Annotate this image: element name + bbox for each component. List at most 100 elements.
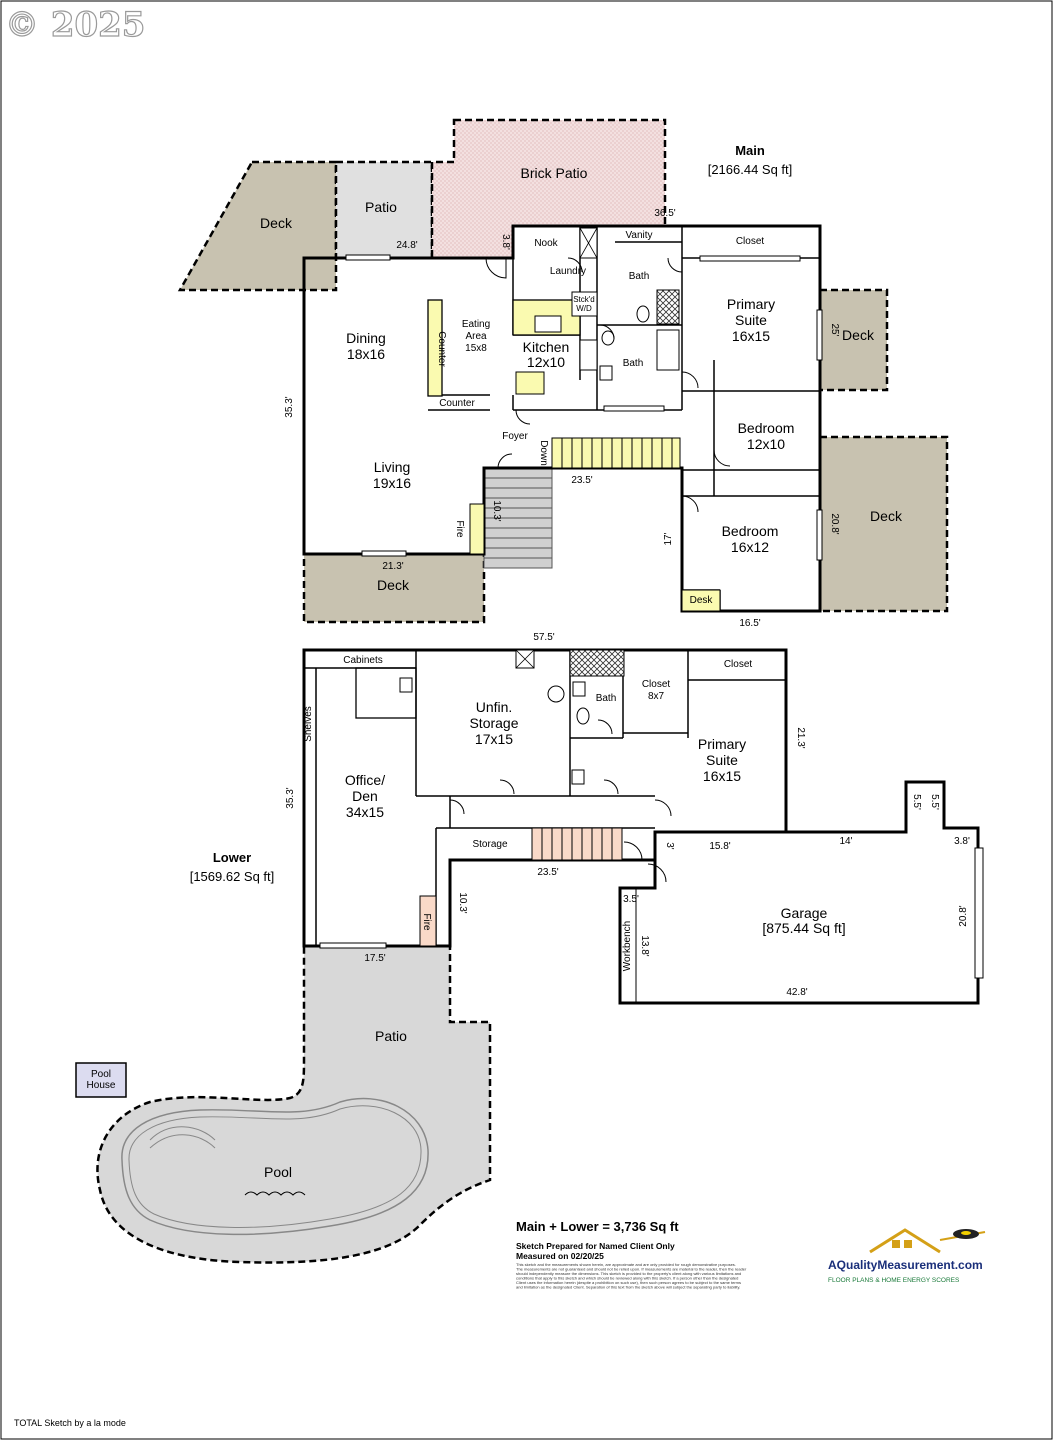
dim-lower-55a: 5.5' [911,794,922,810]
label-eating-area: Eating [462,319,490,330]
dim-main-235: 23.5' [571,475,592,486]
deck-nw [177,160,338,292]
label-fire-lower: Fire [421,913,432,931]
label-bath-2: Bath [623,358,644,369]
label-deck-south: Deck [377,577,410,593]
pool-outline [121,1097,429,1236]
label-primary-lower: Primary [698,736,746,752]
summary-block: Main + Lower = 3,736 Sq ft Sketch Prepar… [516,1219,747,1290]
label-counter-v: Counter [436,331,447,367]
sink-icon [579,339,598,371]
label-primary-suite-3: 16x15 [732,328,770,344]
label-deck-east-2: Deck [870,508,903,524]
island-icon [515,371,545,395]
label-brick-patio: Brick Patio [521,165,588,181]
dim-lower-175: 17.5' [364,953,385,964]
label-dining: Dining [346,330,386,346]
label-deck-east-1: Deck [842,327,875,343]
dim-lower-103: 10.3' [457,892,468,913]
dim-main-248: 24.8' [396,240,417,251]
label-pool-house-2: House [87,1080,116,1091]
label-desk: Desk [690,595,714,606]
label-storage: Storage [472,839,507,850]
patio-main [334,160,434,260]
garage-outline [618,780,980,1005]
label-nook: Nook [534,238,558,249]
label-bedroom-1-2: 12x10 [747,436,785,452]
pool-house [75,1062,127,1098]
label-kitchen: Kitchen [523,339,570,355]
brand-site: AQualityMeasurement.com [828,1258,983,1272]
label-dining-2: 18x16 [347,346,385,362]
footer-credit: TOTAL Sketch by a la mode [14,1418,126,1428]
dim-lower-208: 20.8' [958,905,969,926]
label-living-2: 19x16 [373,475,411,491]
dim-main-353: 35.3' [284,396,295,417]
total-area: Main + Lower = 3,736 Sq ft [516,1219,679,1234]
dim-lower-14: 14' [839,836,852,847]
label-office-3: 34x15 [346,804,384,820]
label-unfin-storage-3: 17x15 [475,731,513,747]
label-garage-area: [875.44 Sq ft] [762,920,845,936]
fireplace-main [469,503,485,555]
dim-lower-235: 23.5' [537,867,558,878]
dim-main-208: 20.8' [829,513,840,534]
label-primary-suite-2: Suite [735,312,767,328]
dim-lower-35: 3.5' [623,894,639,905]
label-laundry: Laundry [550,266,586,277]
label-living: Living [374,459,411,475]
label-bedroom-2-2: 16x12 [731,539,769,555]
label-closet2-lower: Closet [724,659,753,670]
house-roof-icon [869,1228,941,1254]
label-unfin-storage-2: Storage [469,715,518,731]
prepared-note: Sketch Prepared for Named Client Only [516,1241,675,1251]
label-vanity: Vanity [625,230,652,241]
label-bath-1: Bath [629,271,650,282]
desk-box [681,589,721,612]
label-garage: Garage [781,905,828,921]
label-bedroom-1: Bedroom [738,420,795,436]
label-eating-area-2: Area [465,331,487,342]
dim-main-213: 21.3' [382,561,403,572]
dim-main-38: 3.8' [500,234,511,250]
washer-dryer-icon [571,291,598,317]
dim-main-25: 25' [829,323,840,336]
measured-note: Measured on 02/20/25 [516,1251,604,1261]
label-office: Office/ [345,772,385,788]
dim-lower-213: 21.3' [795,727,806,748]
disclaimer-2: The measurements are not guaranteed and … [516,1267,747,1272]
toilet-icon [636,305,650,323]
dim-main-365: 36.5' [654,208,675,219]
vanity-sink-icon [599,365,613,381]
dim-main-165: 16.5' [739,618,760,629]
label-closet-lower: Closet [642,679,671,690]
dim-lower-575: 57.5' [533,632,554,643]
deck-south [302,552,486,624]
dim-lower-428: 42.8' [786,987,807,998]
main-level: Main [2166.44 Sq ft] Deck Patio Brick Pa… [177,118,949,629]
dim-lower-353: 35.3' [285,787,296,808]
dim-lower-55b: 5.5' [929,794,940,810]
disclaimer-4: conditions that apply to this sketch and… [516,1276,738,1281]
deck-east-1 [818,288,889,392]
label-patio-lower: Patio [375,1028,407,1044]
dim-lower-38: 3.8' [954,836,970,847]
pool-patio [96,944,492,1264]
counter-vertical [427,299,443,397]
dim-main-103: 10.3' [491,500,502,521]
label-deck-nw: Deck [260,215,293,231]
primary-shower-icon [656,289,680,325]
label-closet-lower-2: 8x7 [648,691,665,702]
label-workbench: Workbench [622,921,633,971]
main-level-title: Main [735,143,765,158]
label-shelves: Shelves [303,706,314,742]
label-primary-suite: Primary [727,296,775,312]
label-cabinets: Cabinets [343,655,382,666]
dim-lower-158: 15.8' [709,841,730,852]
label-closet: Closet [736,236,765,247]
label-patio: Patio [365,199,397,215]
main-level-area: [2166.44 Sq ft] [708,162,793,177]
deck-east-2 [818,435,949,613]
